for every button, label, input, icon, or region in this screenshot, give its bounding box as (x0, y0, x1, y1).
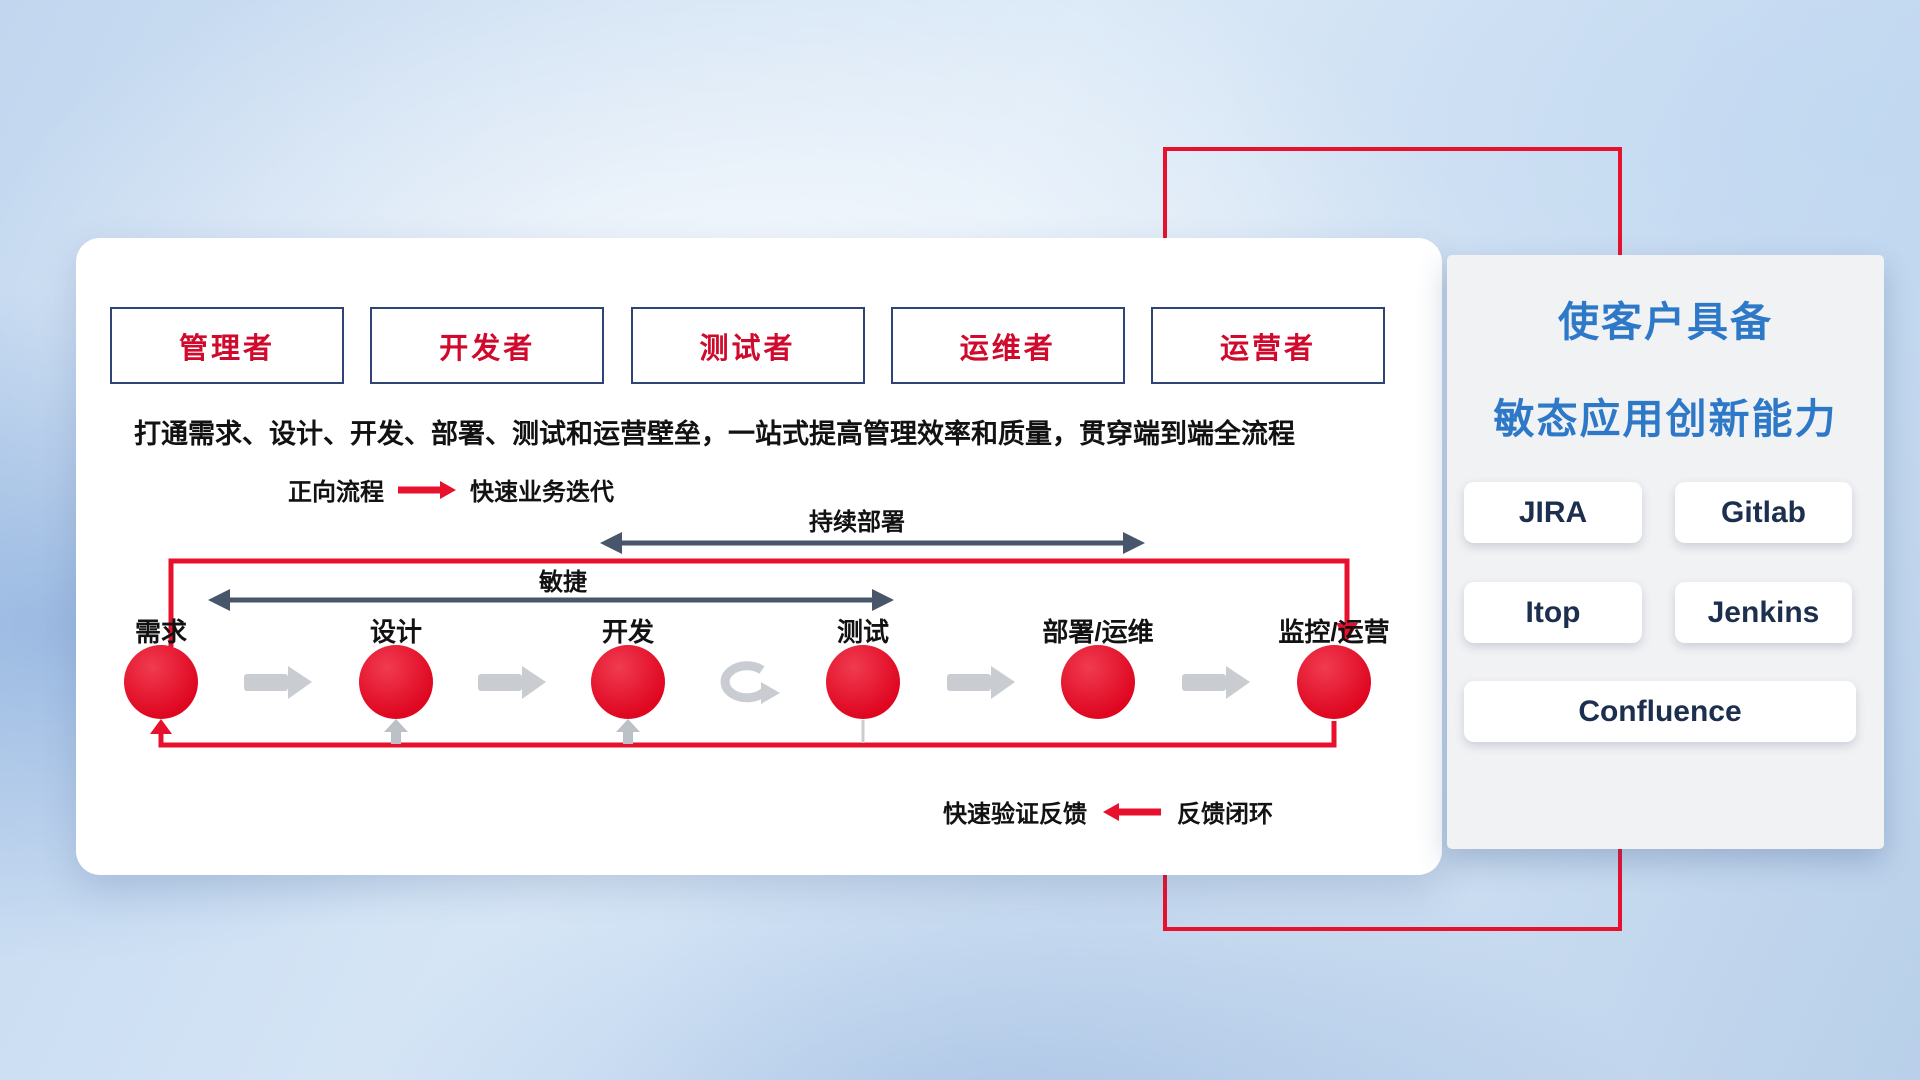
role-box-operations: 运维者 (890, 307, 1125, 384)
node-label-deploy-ops: 部署/运维 (1042, 617, 1154, 647)
node-label-requirements: 需求 (134, 617, 187, 647)
role-box-business-ops: 运营者 (1151, 307, 1385, 384)
role-box-tester: 测试者 (630, 307, 865, 384)
feedback-up-arrow-icon (616, 719, 640, 744)
tool-chip-gitlab: Gitlab (1675, 482, 1852, 543)
feedback-loop-line (158, 721, 1337, 748)
capability-title-line1: 使客户具备 (1558, 299, 1773, 345)
agile-arrow-icon (208, 589, 894, 611)
role-label: 管理者 (178, 332, 275, 365)
role-box-developer: 开发者 (370, 307, 605, 384)
feedback-loop-arrowhead-icon (150, 719, 172, 734)
feedback-arrow-icon (1103, 802, 1161, 821)
flow-description: 打通需求、设计、开发、部署、测试和运营壁垒，一站式提高管理效率和质量，贯穿端到端… (134, 419, 1295, 449)
node-label-monitor-ops: 监控/运营 (1278, 617, 1390, 647)
node-label-design: 设计 (369, 617, 422, 647)
flow-arrow-icon (1182, 666, 1250, 699)
continuous-deploy-label: 持续部署 (809, 509, 905, 536)
continuous-deploy-arrow-icon (600, 532, 1145, 554)
node-circle-requirements (124, 645, 198, 719)
flow-diagram-graphics (150, 532, 1358, 748)
legend-feedback: 快速验证反馈 反馈闭环 (943, 794, 1273, 829)
role-label: 运维者 (959, 332, 1056, 365)
feedback-label: 反馈闭环 (1177, 801, 1273, 828)
role-box-manager: 管理者 (110, 307, 344, 384)
forward-loop-line (168, 558, 1350, 647)
feedback-value: 快速验证反馈 (943, 801, 1087, 828)
node-circle-monitor-ops (1297, 645, 1371, 719)
forward-flow-label: 正向流程 (288, 479, 384, 506)
flow-arrow-icon (947, 666, 1015, 699)
node-circle-develop (591, 645, 665, 719)
feedback-up-arrow-icon (384, 719, 408, 744)
tool-chip-itop: Itop (1464, 582, 1642, 643)
role-label: 运营者 (1219, 332, 1316, 365)
node-circle-design (359, 645, 433, 719)
tool-chip-confluence: Confluence (1464, 681, 1856, 742)
flow-arrow-icon (244, 666, 312, 699)
forward-arrow-icon (398, 480, 456, 499)
tool-chip-jira: JIRA (1464, 482, 1642, 543)
capability-title-line2: 敏态应用创新能力 (1493, 396, 1838, 442)
flow-arrow-icon (478, 666, 546, 699)
node-label-develop: 开发 (601, 617, 654, 647)
iteration-loop-icon (720, 661, 780, 704)
agile-label: 敏捷 (539, 569, 587, 596)
node-label-test: 测试 (836, 617, 889, 647)
role-label: 测试者 (699, 332, 796, 365)
legend-forward: 正向流程 快速业务迭代 (288, 472, 614, 507)
devops-flow-panel: 管理者 开发者 测试者 运维者 运营者 打通需求、设计、开发、部署、测试和运营壁… (76, 238, 1442, 875)
roles-row: 管理者 开发者 测试者 运维者 运营者 (110, 307, 1385, 384)
forward-loop-arrowhead-icon (1336, 623, 1358, 642)
capability-panel: 使客户具备 敏态应用创新能力 JIRA Gitlab Itop Jenkins … (1447, 255, 1884, 849)
role-label: 开发者 (439, 332, 536, 365)
node-circle-deploy-ops (1061, 645, 1135, 719)
node-circle-test (826, 645, 900, 719)
tool-chip-jenkins: Jenkins (1675, 582, 1852, 643)
forward-flow-value: 快速业务迭代 (470, 479, 614, 506)
